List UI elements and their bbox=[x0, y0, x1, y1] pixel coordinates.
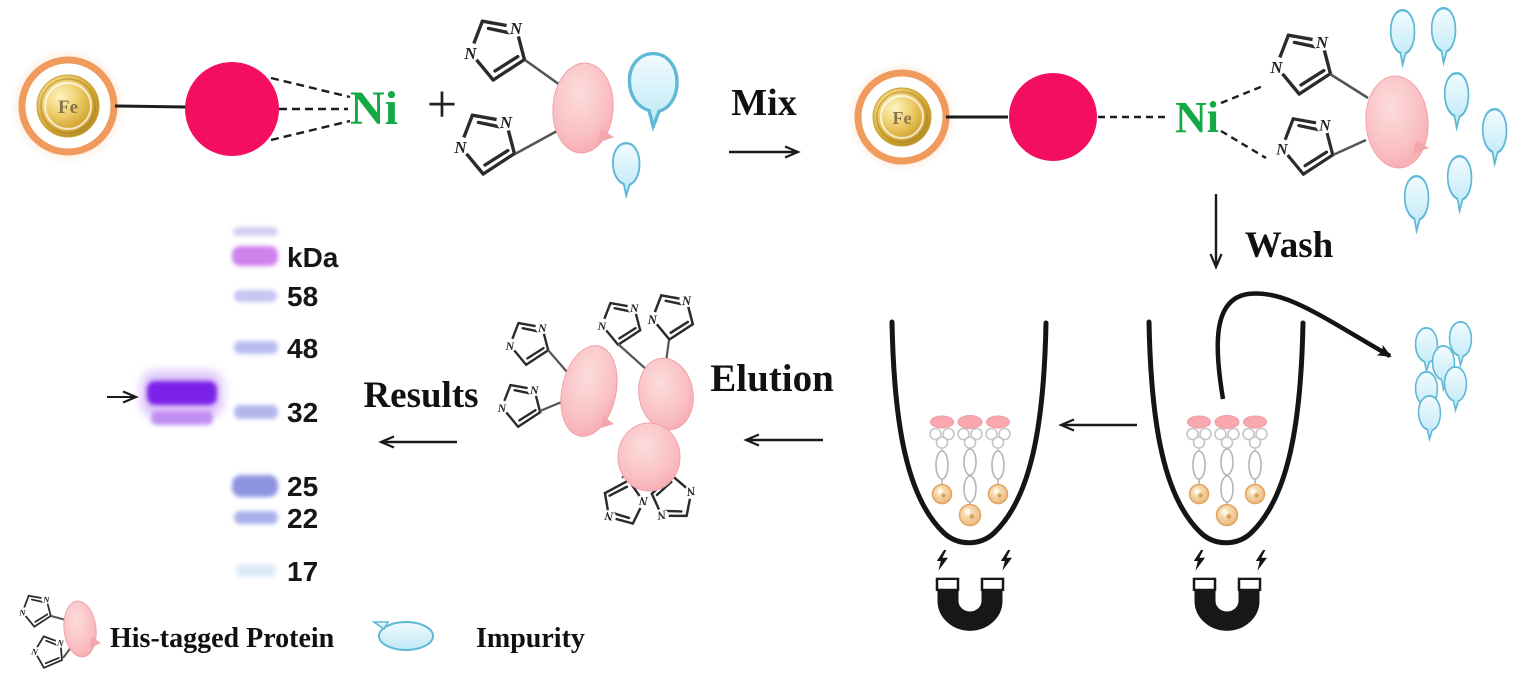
elution-label: Elution bbox=[710, 357, 834, 400]
polymer-sphere-right bbox=[1009, 73, 1097, 161]
impurity-drop bbox=[1446, 154, 1473, 213]
washed-impurity-cluster bbox=[1414, 321, 1473, 441]
ring-protein-bond bbox=[1329, 72, 1369, 100]
imidazole-ring bbox=[459, 15, 528, 82]
magnetic-nanoparticle-right: Fe bbox=[847, 62, 957, 172]
imidazole-ring bbox=[1265, 29, 1334, 96]
horseshoe-magnet-icon bbox=[937, 579, 1003, 621]
imidazole-ring bbox=[1271, 113, 1336, 176]
imidazole-ring bbox=[501, 319, 551, 366]
ladder-label: kDa bbox=[287, 242, 339, 273]
fe-core-label: Fe bbox=[893, 108, 912, 128]
imidazole-ring bbox=[449, 109, 518, 176]
imidazole-ring bbox=[16, 593, 53, 628]
bead-highlight-ring bbox=[879, 94, 925, 140]
impurity-drop bbox=[611, 141, 641, 197]
impurity-drop bbox=[1430, 6, 1457, 65]
his-tag-imidazoles-right bbox=[1265, 29, 1369, 176]
his-protein-left bbox=[552, 62, 614, 154]
impurity-drop bbox=[1443, 366, 1468, 412]
bead-inner-ring bbox=[876, 91, 928, 143]
polymer-sphere-left bbox=[185, 62, 279, 156]
impurity-drop bbox=[627, 51, 679, 129]
tube-outline bbox=[889, 319, 1049, 546]
his-tag-imidazoles-left bbox=[449, 15, 561, 176]
impurity-drop bbox=[1443, 71, 1470, 130]
ni-imidazole-dashes bbox=[1220, 84, 1267, 160]
magnetic-field-bolt-icon bbox=[1193, 550, 1205, 571]
linker-bond-left bbox=[114, 104, 187, 109]
bead-protein-assembly bbox=[1214, 414, 1240, 527]
ring-protein-bond bbox=[514, 129, 558, 156]
protein-tail bbox=[1413, 140, 1429, 154]
ni-coordination-dashes-left bbox=[270, 76, 351, 142]
ring-protein-bond bbox=[1332, 138, 1367, 157]
bead-highlight-ring bbox=[43, 81, 93, 131]
nickel-label-left: Ni bbox=[350, 82, 398, 135]
protein-tail bbox=[601, 416, 614, 428]
ladder-label: 32 bbox=[287, 397, 318, 428]
tube-outline bbox=[1146, 319, 1306, 546]
ladder-labels: kDa 58 48 32 25 22 17 bbox=[287, 242, 339, 587]
ladder-bands bbox=[232, 227, 278, 577]
eluted-proteins bbox=[493, 291, 704, 529]
fe-core-label: Fe bbox=[58, 97, 78, 118]
ladder-label: 22 bbox=[287, 503, 318, 534]
magnetic-field-bolt-icon bbox=[1000, 550, 1012, 571]
his-protein-blob bbox=[560, 345, 618, 437]
ladder-label: 48 bbox=[287, 333, 318, 364]
results-label: Results bbox=[363, 375, 478, 416]
ring-protein-bond bbox=[50, 615, 67, 621]
legend-impurity-drop bbox=[371, 621, 434, 651]
impurity-drop bbox=[1481, 107, 1508, 166]
bead-protein-assembly bbox=[1186, 415, 1212, 505]
separation-tube-left bbox=[889, 319, 1049, 621]
impurity-drop bbox=[1389, 8, 1416, 67]
magnetic-field-bolt-icon bbox=[1255, 550, 1267, 571]
protein-tail bbox=[90, 637, 101, 648]
impurity-drop bbox=[1403, 174, 1430, 233]
his-protein-blob bbox=[617, 422, 681, 492]
bead-protein-assembly bbox=[929, 415, 955, 505]
ladder-label: 25 bbox=[287, 471, 318, 502]
bead-inner-ring bbox=[40, 78, 96, 134]
sample-minor-band bbox=[151, 411, 213, 425]
bead-protein-assembly bbox=[1242, 415, 1268, 505]
plus-sign: + bbox=[427, 74, 457, 134]
wash-out-swoosh-arrow bbox=[1215, 291, 1392, 400]
horseshoe-magnet-icon bbox=[1194, 579, 1260, 621]
bead-protein-assembly bbox=[957, 414, 983, 527]
imidazole-ring bbox=[593, 299, 643, 346]
legend: His-tagged Protein Impurity bbox=[16, 593, 585, 672]
imidazole-ring bbox=[493, 381, 543, 428]
his-protein-right bbox=[1365, 75, 1429, 169]
ladder-label: 58 bbox=[287, 281, 318, 312]
imidazole-ring bbox=[26, 631, 68, 672]
bead-protein-assembly bbox=[985, 415, 1011, 505]
magnetic-field-bolt-icon bbox=[936, 550, 948, 571]
nickel-label-right: Ni bbox=[1175, 93, 1219, 142]
his-protein-blob bbox=[638, 357, 694, 431]
ring-protein-bond bbox=[524, 58, 561, 87]
legend-his-tagged-protein-label: His-tagged Protein bbox=[110, 623, 335, 654]
wash-label: Wash bbox=[1245, 225, 1334, 266]
legend-impurity-label: Impurity bbox=[476, 623, 585, 654]
sample-main-band bbox=[147, 381, 217, 405]
separation-tube-right bbox=[1146, 319, 1306, 621]
ladder-label: 17 bbox=[287, 556, 318, 587]
impurities-left bbox=[611, 51, 679, 197]
imidazole-ring bbox=[643, 291, 695, 341]
magnetic-nanoparticle-left: Fe bbox=[10, 48, 126, 164]
protein-tail bbox=[598, 129, 614, 143]
legend-his-protein-blob bbox=[63, 600, 97, 658]
mix-label: Mix bbox=[731, 82, 796, 124]
impurity-drop bbox=[1417, 395, 1442, 441]
gel-result: kDa 58 48 32 25 22 17 bbox=[107, 227, 339, 587]
